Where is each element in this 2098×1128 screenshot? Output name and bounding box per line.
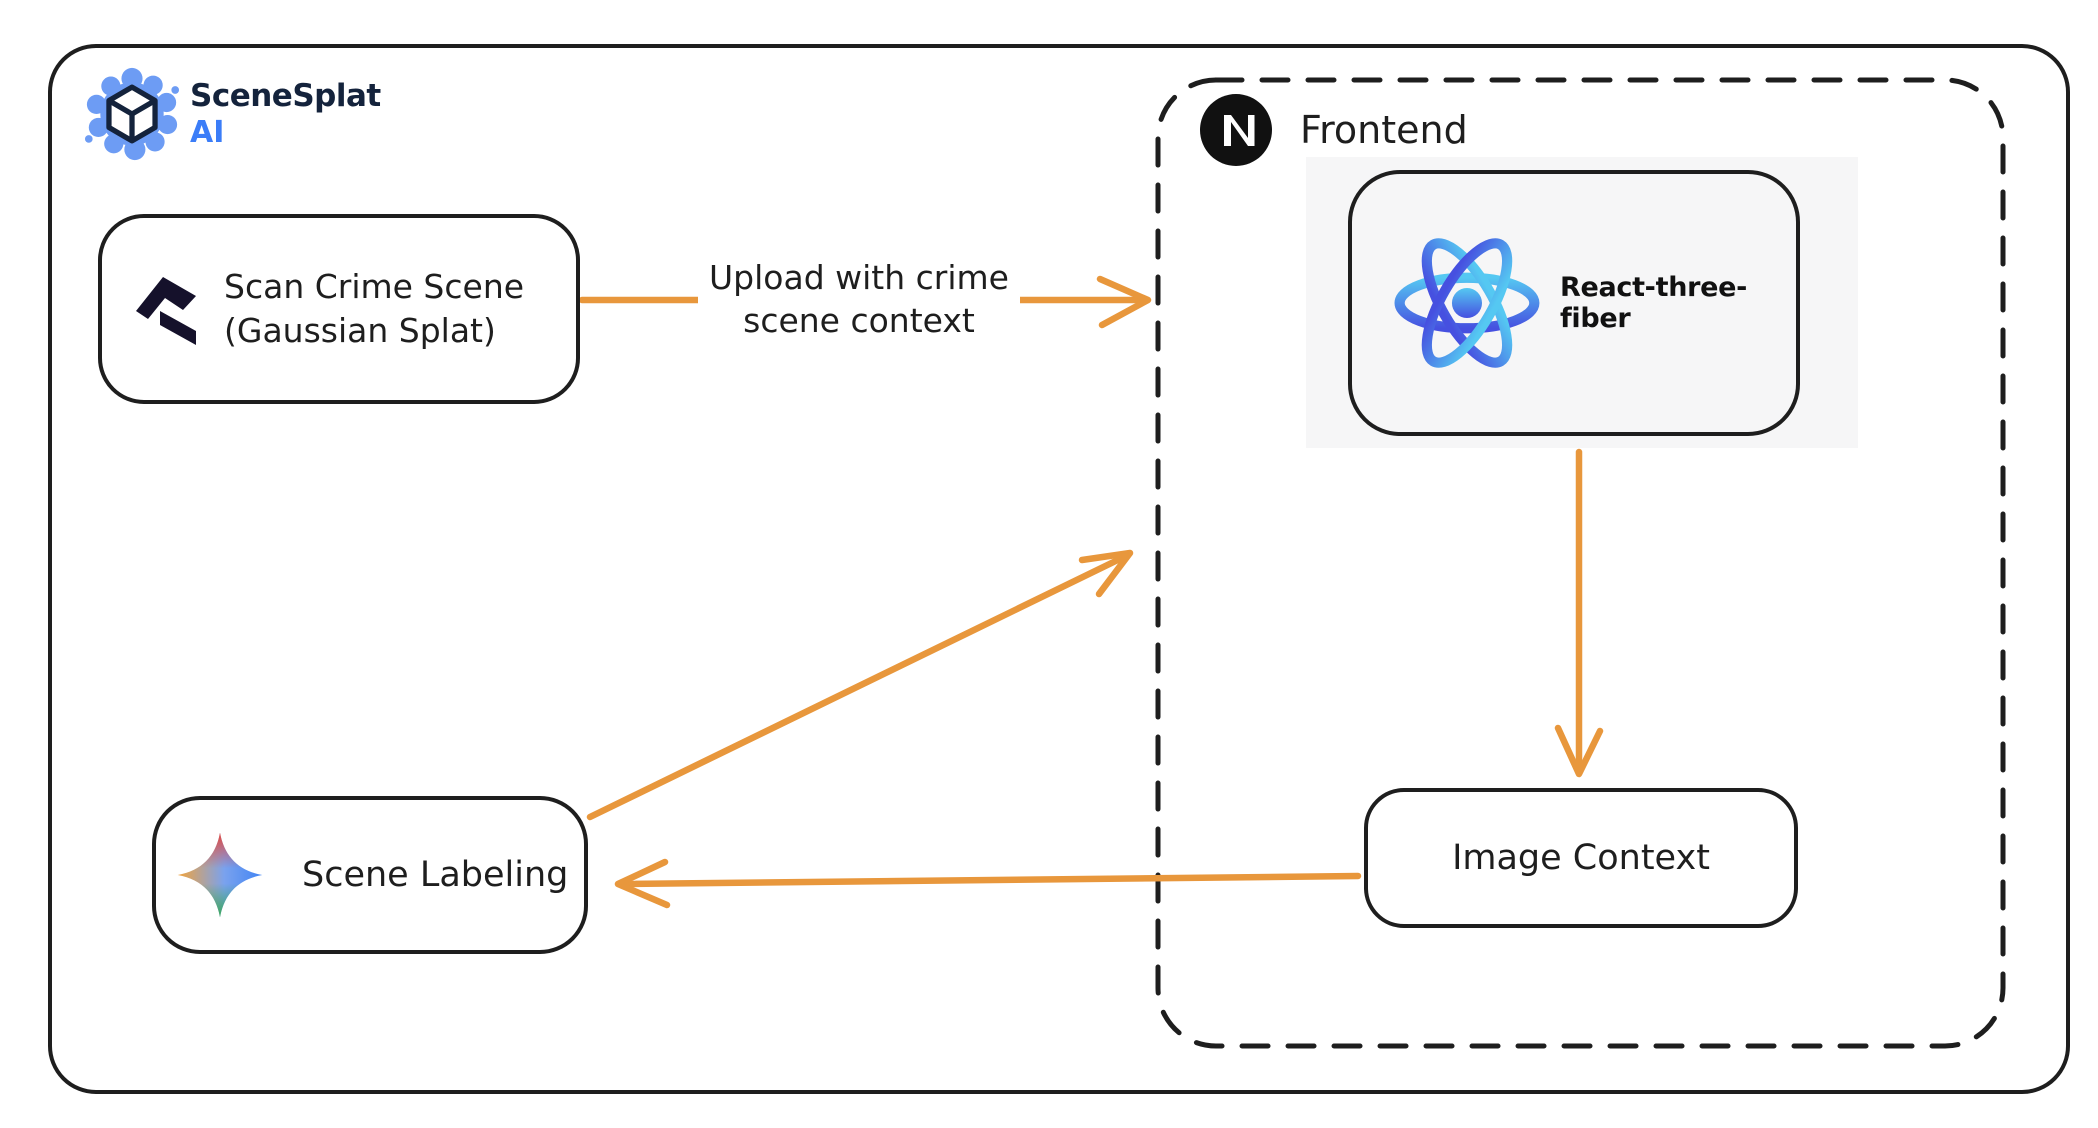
frontend-group-border[interactable] [1155, 77, 2006, 1049]
edge-label-upload-line2: scene context [743, 301, 975, 340]
node-image-context-label: Image Context [1452, 838, 1710, 878]
edge-label-upload-line1: Upload with crime [709, 258, 1009, 297]
node-react-label: React-three-fiber [1559, 272, 1748, 334]
arrow-image-context-to-scene-labeling[interactable] [614, 858, 1362, 909]
brand-title: SceneSplat [190, 78, 381, 115]
polycam-icon [136, 277, 196, 345]
arrow-react-to-image-context[interactable] [1554, 448, 1604, 778]
frontend-header: Frontend [1200, 94, 1468, 166]
brand-logo: SceneSplat AI [84, 66, 381, 162]
nextjs-icon [1200, 94, 1272, 166]
outer-border [48, 44, 2070, 1094]
node-scan-label-line1: Scan Crime Scene [224, 267, 525, 306]
node-scene-labeling-label: Scene Labeling [302, 855, 569, 895]
arrow-scene-labeling-to-frontend[interactable] [586, 549, 1134, 821]
react-icon [1394, 238, 1540, 368]
edge-label-upload: Upload with crime scene context [698, 254, 1020, 344]
gemini-sparkle-icon [177, 832, 263, 918]
scenesplat-gear-icon [84, 67, 180, 161]
node-scan-crime-scene[interactable]: Scan Crime Scene (Gaussian Splat) [98, 214, 580, 404]
node-image-context[interactable]: Image Context [1364, 788, 1798, 928]
node-scan-label-line2: (Gaussian Splat) [224, 311, 496, 350]
node-react-three-fiber[interactable]: React-three-fiber [1348, 170, 1800, 436]
node-scene-labeling[interactable]: Scene Labeling [152, 796, 588, 954]
brand-subtitle: AI [190, 114, 225, 150]
frontend-group-label: Frontend [1300, 108, 1468, 152]
